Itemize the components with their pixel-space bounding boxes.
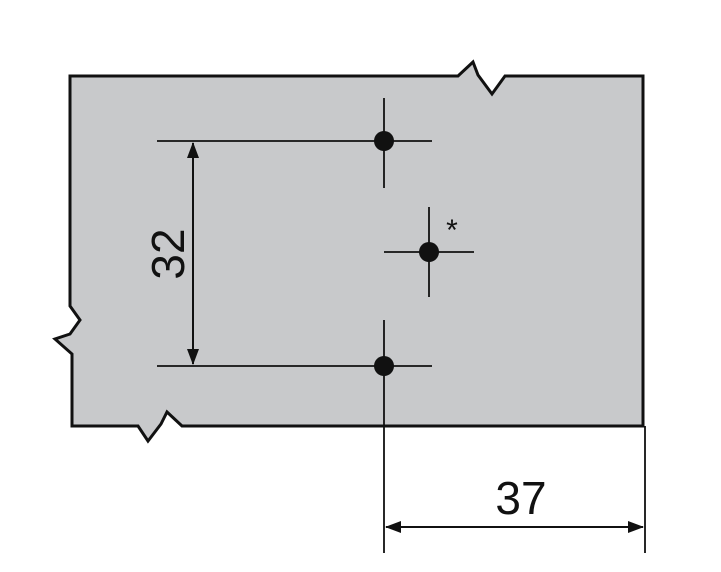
marked-hole xyxy=(419,242,439,262)
vertical-dimension-label: 32 xyxy=(142,228,194,279)
panel-outline xyxy=(52,59,645,444)
marked-hole-asterisk: * xyxy=(446,214,458,247)
horizontal-dimension-label: 37 xyxy=(495,472,546,524)
top-hole xyxy=(374,131,394,151)
bottom-hole xyxy=(374,356,394,376)
